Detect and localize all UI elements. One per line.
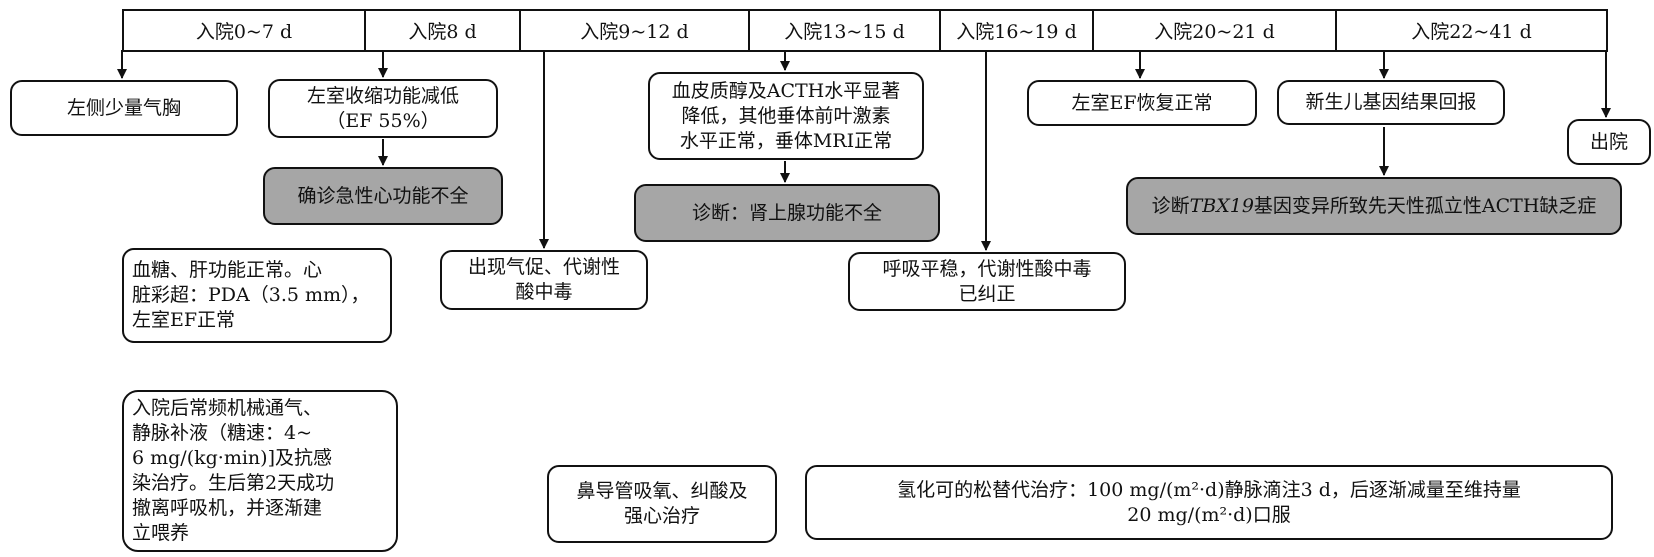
lv-systolic-box: 左室收缩功能减低 （EF 55%） xyxy=(268,79,498,138)
period-day-20-21: 入院20~21 d xyxy=(1094,11,1337,50)
tbx19-dx-text: 诊断TBX19基因变异所致先天性孤立性ACTH缺乏症 xyxy=(1152,194,1597,219)
discharge-box: 出院 xyxy=(1567,119,1651,165)
cortisol-acth-line-2: 降低，其他垂体前叶激素 xyxy=(681,104,891,127)
period-day-8: 入院8 d xyxy=(366,11,521,50)
cortisol-acth-box: 血皮质醇及ACTH水平显著 降低，其他垂体前叶激素 水平正常，垂体MRI正常 xyxy=(648,72,924,160)
period-day-13-15: 入院13~15 d xyxy=(750,11,941,50)
glucose-liver-line-2: 脏彩超：PDA（3.5 mm）， xyxy=(132,284,370,306)
respiration-stable-line-1: 呼吸平稳，代谢性酸中毒 xyxy=(882,257,1092,280)
cortisol-acth-line-1: 血皮质醇及ACTH水平显著 xyxy=(671,79,901,102)
acute-cardiac-dx-box: 确诊急性心功能不全 xyxy=(263,167,503,225)
respiration-stable-box: 呼吸平稳，代谢性酸中毒 已纠正 xyxy=(848,252,1126,311)
nasal-oxygen-line-2: 强心治疗 xyxy=(623,505,700,527)
left-pneumothorax-text: 左侧少量气胸 xyxy=(66,96,181,119)
cortisol-acth-line-3: 水平正常，垂体MRI正常 xyxy=(679,129,893,152)
glucose-liver-line-3: 左室EF正常 xyxy=(132,309,236,331)
acidosis-line-2: 酸中毒 xyxy=(515,281,573,303)
admission-treatment-line-3: 6 mg/(kg·min)]及抗感 xyxy=(132,447,332,469)
adrenal-dx-text: 诊断：肾上腺功能不全 xyxy=(691,201,882,224)
hydrocortisone-box: 氢化可的松替代治疗：100 mg/(m²·d)静脉滴注3 d，后逐渐减量至维持量… xyxy=(805,465,1613,540)
tbx19-gene-name: TBX19 xyxy=(1189,194,1254,217)
lv-systolic-line-1: 左室收缩功能减低 xyxy=(306,84,459,107)
glucose-liver-line-1: 血糖、肝功能正常。心 xyxy=(132,259,323,281)
nasal-oxygen-box: 鼻导管吸氧、纠酸及 强心治疗 xyxy=(547,465,777,543)
nasal-oxygen-line-1: 鼻导管吸氧、纠酸及 xyxy=(576,480,748,502)
acidosis-line-1: 出现气促、代谢性 xyxy=(467,256,620,278)
period-day-0-7: 入院0~7 d xyxy=(124,11,366,50)
lv-ef-recovered-box: 左室EF恢复正常 xyxy=(1027,80,1257,126)
gene-result-box: 新生儿基因结果回报 xyxy=(1277,80,1505,125)
period-day-22-41: 入院22~41 d xyxy=(1411,21,1532,43)
tbx19-dx-suffix: 基因变异所致先天性孤立性ACTH缺乏症 xyxy=(1253,194,1597,217)
acidosis-box: 出现气促、代谢性 酸中毒 xyxy=(440,250,648,310)
adrenal-dx-box: 诊断：肾上腺功能不全 xyxy=(634,184,940,242)
period-day-16-19: 入院16~19 d xyxy=(941,11,1094,50)
tbx19-dx-prefix: 诊断 xyxy=(1151,194,1190,217)
glucose-liver-box: 血糖、肝功能正常。心 脏彩超：PDA（3.5 mm）， 左室EF正常 xyxy=(122,248,392,343)
acute-cardiac-dx-text: 确诊急性心功能不全 xyxy=(297,184,469,207)
tbx19-dx-box: 诊断TBX19基因变异所致先天性孤立性ACTH缺乏症 xyxy=(1126,177,1622,235)
gene-result-text: 新生儿基因结果回报 xyxy=(1305,91,1477,113)
timeline-bar: 入院0~7 d 入院8 d 入院9~12 d 入院13~15 d 入院16~19… xyxy=(122,9,1608,52)
hydrocortisone-line-2: 20 mg/(m²·d)口服 xyxy=(1127,503,1291,526)
discharge-text: 出院 xyxy=(1589,130,1628,153)
respiration-stable-line-2: 已纠正 xyxy=(958,282,1016,305)
admission-treatment-line-1: 入院后常频机械通气、 xyxy=(132,397,323,419)
period-day-9-12: 入院9~12 d xyxy=(521,11,750,50)
left-pneumothorax-box: 左侧少量气胸 xyxy=(10,80,238,136)
admission-treatment-line-6: 立喂养 xyxy=(132,522,190,544)
admission-treatment-box: 入院后常频机械通气、 静脉补液（糖速：4~ 6 mg/(kg·min)]及抗感 … xyxy=(122,390,398,552)
admission-treatment-line-5: 撤离呼吸机，并逐渐建 xyxy=(132,497,323,519)
lv-ef-recovered-text: 左室EF恢复正常 xyxy=(1071,91,1213,114)
lv-systolic-line-2: （EF 55%） xyxy=(326,109,440,132)
admission-treatment-line-4: 染治疗。生后第2天成功 xyxy=(132,472,335,494)
admission-treatment-line-2: 静脉补液（糖速：4~ xyxy=(132,422,313,444)
hydrocortisone-line-1: 氢化可的松替代治疗：100 mg/(m²·d)静脉滴注3 d，后逐渐减量至维持量 xyxy=(897,478,1521,501)
